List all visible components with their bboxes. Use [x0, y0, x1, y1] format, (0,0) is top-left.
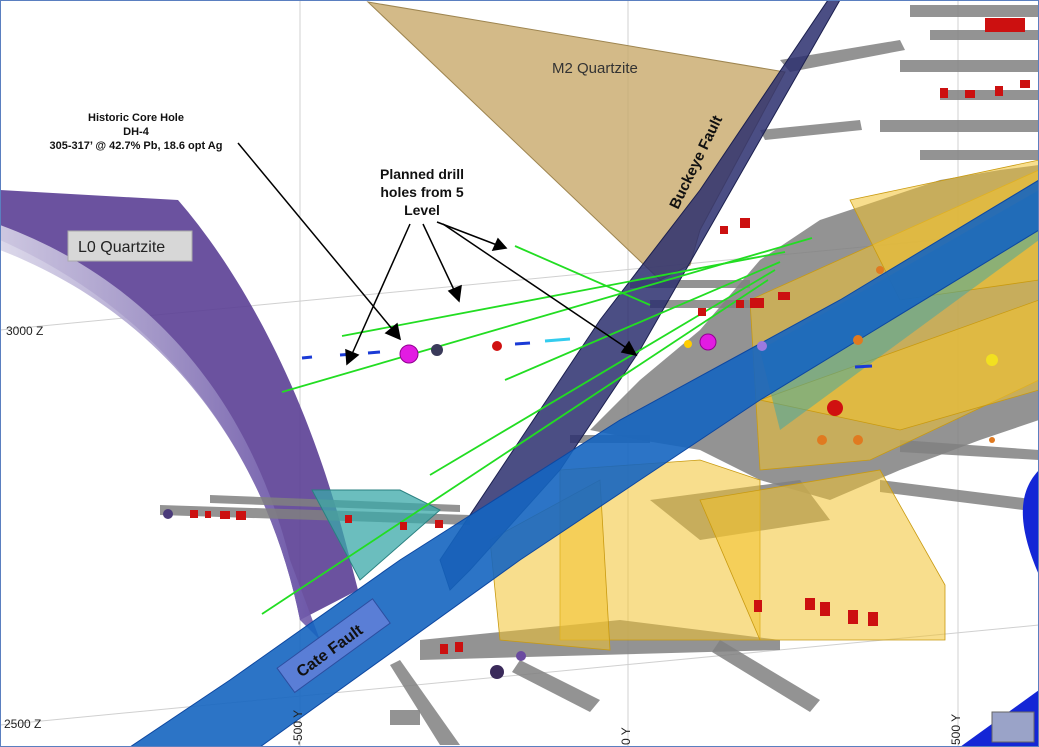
- planned-callout-line2: holes from 5: [380, 184, 463, 200]
- axis-label-z-3000: 3000 Z: [6, 324, 43, 338]
- l0-quartzite-label: L0 Quartzite: [78, 239, 165, 256]
- axis-label-y-0: 0 Y: [619, 727, 633, 745]
- blue-ore-body: [1022, 470, 1039, 575]
- orange-samples: [817, 266, 995, 445]
- axis-label-y-neg500: -500 Y: [291, 710, 305, 745]
- drill-intercepts: [163, 333, 998, 679]
- annotation-arrows: [237, 142, 638, 366]
- historic-callout-line1: Historic Core Hole: [88, 112, 184, 124]
- historic-callout-line3: 305-317’ @ 42.7% Pb, 18.6 opt Ag: [50, 140, 223, 152]
- axis-label-z-2500: 2500 Z: [4, 717, 41, 731]
- planned-callout-line1: Planned drill: [380, 166, 464, 182]
- cate-fault-label-box: [276, 598, 391, 694]
- axis-label-y-500: 500 Y: [949, 714, 963, 745]
- historic-core-hole-callout: Historic Core Hole DH-4 305-317’ @ 42.7%…: [50, 112, 223, 152]
- cate-fault-plane: [129, 179, 1039, 747]
- historic-callout-line2: DH-4: [123, 126, 150, 138]
- orientation-cube: [991, 711, 1035, 743]
- l0-quartzite-label-box: [67, 230, 193, 262]
- axis-labels: 3000 Z 2500 Z -500 Y 0 Y 500 Y: [4, 324, 963, 745]
- teal-zone-left: [311, 489, 441, 581]
- planned-callout-line3: Level: [404, 202, 440, 218]
- red-samples: [190, 18, 1030, 654]
- m2-quartzite-label: M2 Quartzite: [552, 60, 638, 77]
- planned-drill-holes-callout: Planned drill holes from 5 Level: [380, 166, 464, 218]
- planned-drill-holes: [261, 237, 813, 615]
